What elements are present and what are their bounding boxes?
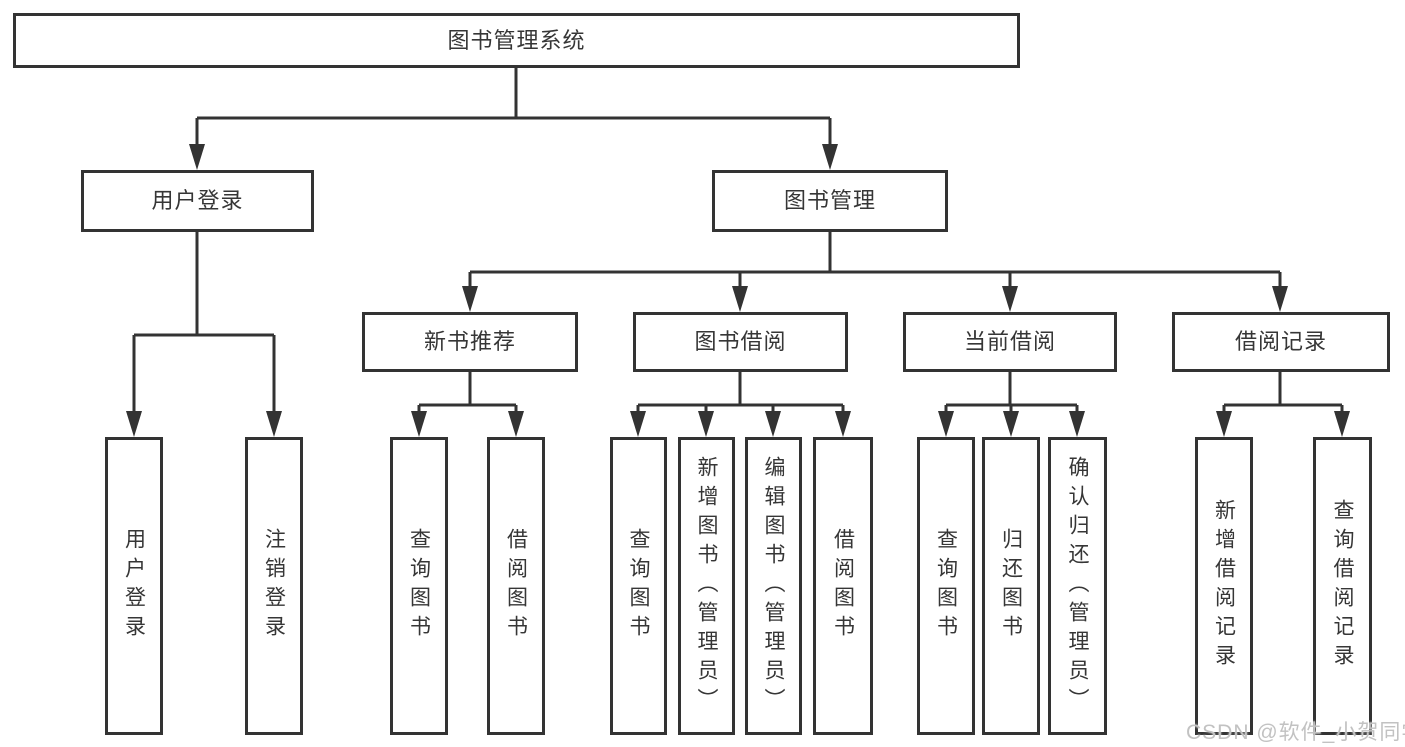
leaf-borrow-books: 借阅图书: [813, 437, 873, 735]
leaf-query-books-current: 查询图书: [917, 437, 975, 735]
node-current-borrow: 当前借阅: [903, 312, 1117, 372]
node-book-borrow: 图书借阅: [633, 312, 848, 372]
leaf-query-books-recommend: 查询图书: [390, 437, 448, 735]
node-user-login: 用户登录: [81, 170, 314, 232]
leaf-confirm-return-admin: 确认归还（管理员）: [1048, 437, 1107, 735]
connector-borrow-records-children: [1216, 372, 1350, 437]
node-new-book-recommend: 新书推荐: [362, 312, 578, 372]
leaf-add-borrow-record: 新增借阅记录: [1195, 437, 1253, 735]
connector-book-borrow-children: [630, 372, 851, 437]
leaf-borrow-books-recommend: 借阅图书: [487, 437, 545, 735]
node-book-management: 图书管理: [712, 170, 948, 232]
connector-user-login-children: [126, 232, 282, 437]
connector-new-book-children: [411, 372, 524, 437]
leaf-logout: 注销登录: [245, 437, 303, 735]
connector-book-management-children: [462, 232, 1288, 312]
leaf-add-book-admin: 新增图书（管理员）: [678, 437, 735, 735]
leaf-user-login: 用户登录: [105, 437, 163, 735]
leaf-edit-book-admin: 编辑图书（管理员）: [745, 437, 802, 735]
leaf-return-book: 归还图书: [982, 437, 1040, 735]
leaf-query-books-borrow: 查询图书: [610, 437, 667, 735]
csdn-watermark: CSDN @软件_小贺同学: [1186, 721, 1405, 744]
leaf-query-borrow-record: 查询借阅记录: [1313, 437, 1372, 735]
node-borrow-records: 借阅记录: [1172, 312, 1390, 372]
connector-root-to-level2: [189, 68, 838, 170]
connector-current-borrow-children: [938, 372, 1085, 437]
node-library-management-system: 图书管理系统: [13, 13, 1020, 68]
